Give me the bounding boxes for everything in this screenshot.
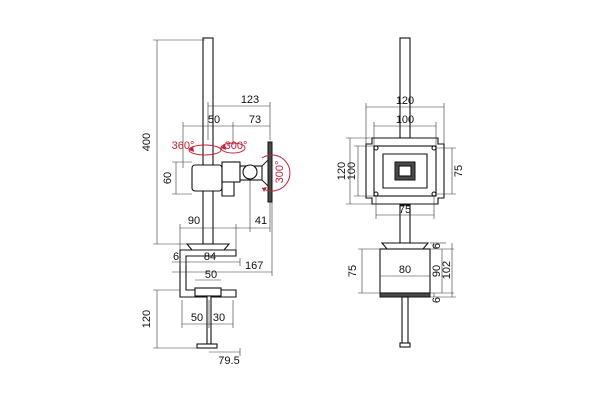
- dim-plate-inner-height: 100: [346, 162, 358, 180]
- dim-base-width: 90: [188, 215, 200, 227]
- front-clamp-knob: [399, 342, 411, 348]
- side-clamp-foot: [196, 343, 218, 349]
- dim-vesa-vertical: 75: [453, 165, 465, 177]
- dim-arm-offset-a: 50: [208, 114, 220, 126]
- side-clamp-pad: [194, 287, 222, 297]
- front-clamp-body: [379, 248, 431, 294]
- side-collar: [185, 243, 231, 251]
- side-tilt-knob: [242, 164, 258, 180]
- dim-head-height: 60: [162, 172, 174, 184]
- vesa-center-hole: [398, 165, 412, 177]
- dim-clamp-total-height: 102: [441, 261, 453, 279]
- side-clamp-body: [179, 249, 237, 298]
- roll-arrow-head: [262, 187, 267, 192]
- dim-collar-height: 6: [431, 243, 443, 249]
- dim-plate-outer-height: 120: [336, 162, 348, 180]
- rotation-pan-label: 360°: [172, 140, 195, 152]
- tilt-arrow-head: [221, 144, 226, 150]
- front-view: 120 100 120 100 75 75 6 75 80 90 102 6: [336, 37, 465, 348]
- dim-screw-offset-a: 50: [191, 312, 203, 324]
- dim-plate-depth: 41: [255, 215, 267, 227]
- dim-clamp-gap: 6: [173, 251, 179, 263]
- dim-vesa-horizontal: 75: [399, 204, 411, 216]
- side-arm-lower: [221, 181, 235, 197]
- side-view: 400 123 50 73 360° 300° 300° 60 90 41 6 …: [141, 37, 291, 367]
- vesa-hole-br: [431, 191, 437, 197]
- side-dimension-lines: [153, 39, 273, 356]
- front-clamp-screw: [401, 296, 409, 346]
- dim-clamp-foot: 79.5: [218, 355, 239, 367]
- front-dimension-lines: [346, 103, 456, 298]
- dim-clamp-base-height: 6: [431, 297, 443, 303]
- dim-total-depth: 167: [245, 260, 263, 272]
- rotation-tilt-label: 300°: [225, 140, 248, 152]
- dim-screw-offset-b: 30: [213, 312, 225, 324]
- side-vesa-plate: [267, 141, 273, 203]
- dim-clamp-body-width: 80: [399, 264, 411, 276]
- vesa-hole-tr: [431, 145, 437, 151]
- dim-clamp-body-height: 75: [347, 265, 359, 277]
- side-pole: [202, 37, 214, 245]
- side-arm-block: [221, 161, 241, 183]
- front-clamp-base: [379, 292, 431, 298]
- dim-plate-inner-width: 100: [396, 114, 414, 126]
- dim-clamp-inner: 84: [204, 251, 216, 263]
- dim-pole-height: 400: [141, 133, 153, 151]
- dim-clamp-range: 120: [141, 310, 153, 328]
- side-pan-joint: [191, 164, 223, 192]
- front-collar: [380, 242, 430, 250]
- dim-clamp-jaw: 50: [205, 269, 217, 281]
- dim-arm-offset-b: 73: [249, 114, 261, 126]
- side-plate-brace: [261, 159, 269, 187]
- dim-clamp-inner-height: 90: [431, 265, 443, 277]
- rotation-roll-label: 300°: [274, 161, 286, 184]
- dim-arm-reach: 123: [241, 94, 259, 106]
- pan-arrow-head: [189, 146, 194, 152]
- vesa-hole-bl: [373, 191, 379, 197]
- roll-rotation-arrow: [261, 154, 291, 192]
- dim-plate-outer-width: 120: [396, 95, 414, 107]
- vesa-hole-tl: [373, 145, 379, 151]
